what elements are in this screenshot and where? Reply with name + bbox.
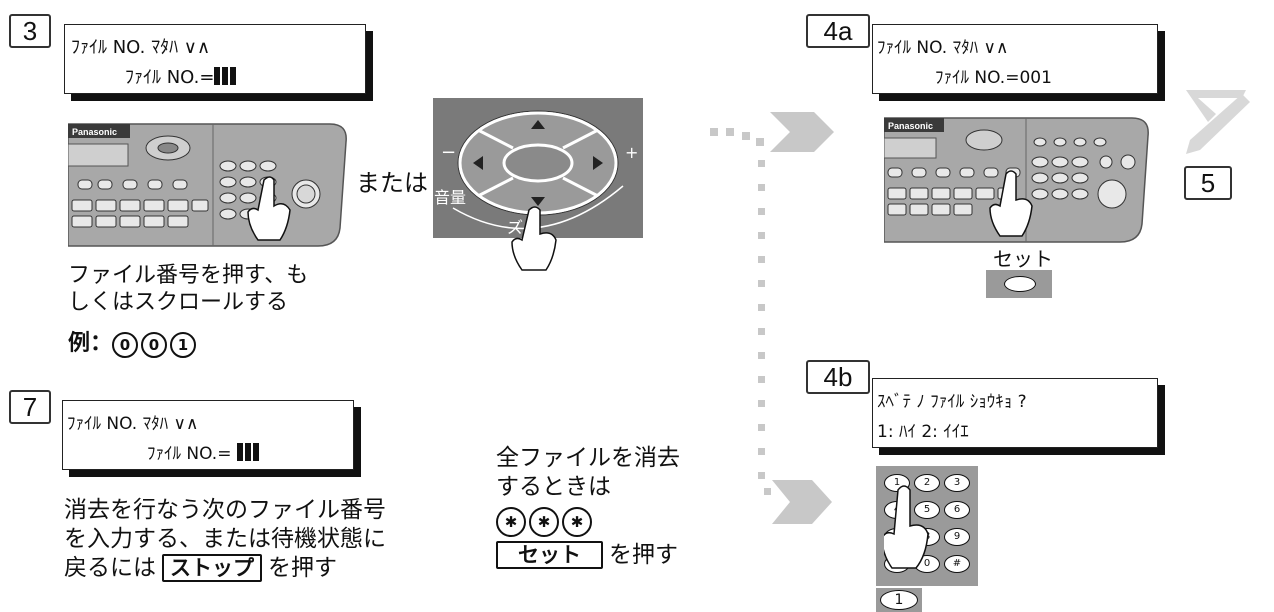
key-1-label: 1 (880, 590, 918, 610)
cursor-block (222, 67, 229, 85)
svg-text:−: − (441, 142, 456, 163)
keypad-key-6[interactable]: 6 (944, 501, 970, 519)
instruction-line-1: ファイル番号を押す、も (68, 263, 309, 288)
keypad-key-9[interactable]: 9 (944, 528, 970, 546)
digit-key: 0 (141, 332, 168, 358)
step-4a-lcd-display: ﾌｧｲﾙ NO. ﾏﾀﾊ ∨∧ ﾌｧｲﾙ NO.=001 (872, 24, 1158, 94)
set-line: セットを押す (496, 541, 680, 570)
fax-control-panel-step3: Panasonic (68, 123, 347, 247)
digit-key: 0 (112, 332, 139, 358)
cursor-block (252, 443, 259, 461)
step-4a-number: 4a (806, 14, 870, 48)
lcd-line-2: ﾌｧｲﾙ NO.= (147, 439, 261, 464)
example-label: 例： (68, 331, 113, 356)
keypad-key-2[interactable]: 2 (914, 474, 940, 492)
instruction-line-3-pre: 戻るには (64, 555, 156, 581)
step-4b-lcd-display: ｽﾍﾞﾃ ﾉ ﾌｧｲﾙ ｼｮｳｷｮ ? 1: ﾊｲ 2: ｲｲｴ (872, 378, 1158, 448)
flow-arrow-to-5 (1186, 90, 1250, 154)
step-7-lcd-display: ﾌｧｲﾙ NO. ﾏﾀﾊ ∨∧ ﾌｧｲﾙ NO.= (62, 400, 354, 470)
flow-arrow-to-4b (758, 160, 832, 524)
keypad-key-hash[interactable]: # (944, 555, 970, 573)
instruction-line-3: 戻るにはストップを押す (64, 554, 386, 583)
cursor-block (244, 443, 251, 461)
volume-label: 音量 (434, 188, 467, 207)
lcd-line-1: ﾌｧｲﾙ NO. ﾏﾀﾊ ∨∧ (877, 38, 1009, 58)
instruction-line-2: を入力する、または待機状態に (64, 526, 386, 552)
cursor-block (230, 67, 237, 85)
all-delete-line-1: 全ファイルを消去 (496, 445, 680, 471)
pressing-hand-icon (884, 485, 929, 569)
set-label: セット (993, 247, 1053, 271)
lcd-line-2: 1: ﾊｲ 2: ｲｲｴ (877, 422, 969, 442)
step-5-number: 5 (1184, 166, 1232, 200)
cursor-block (214, 67, 221, 85)
instruction-line-1: 消去を行なう次のファイル番号 (64, 497, 386, 523)
step-4b-number: 4b (806, 360, 870, 394)
lcd-line-1: ﾌｧｲﾙ NO. ﾏﾀﾊ ∨∧ (71, 37, 211, 58)
instruction-line-3-post: を押す (268, 555, 337, 581)
star-key: ✱ (562, 507, 592, 537)
scroll-navigation-pad: − + (433, 98, 643, 271)
keypad-key-3[interactable]: 3 (944, 474, 970, 492)
flow-arrow-to-4a (710, 112, 834, 152)
brand-logo: Panasonic (888, 121, 933, 131)
step-3-instruction: ファイル番号を押す、も しくはスクロールする (68, 262, 308, 316)
keypad-key-5[interactable]: 5 (914, 501, 940, 519)
step-7-number: 7 (9, 390, 51, 424)
star-keys: ✱✱✱ (496, 506, 680, 537)
lcd-line-2-text: ﾌｧｲﾙ NO.= (125, 67, 215, 88)
cursor-block (236, 443, 243, 461)
lcd-line-2-text: ﾌｧｲﾙ NO.= (147, 444, 232, 464)
stop-key: ストップ (162, 554, 262, 582)
svg-text:+: + (625, 143, 638, 162)
fax-control-panel-step4a: Panasonic (884, 117, 1149, 243)
zoom-label: ズ (507, 218, 524, 237)
set-button (986, 270, 1052, 298)
step-3-lcd-display: ﾌｧｲﾙ NO. ﾏﾀﾊ ∨∧ ﾌｧｲﾙ NO.= (64, 24, 366, 94)
pressed-key-1: 1 (876, 588, 922, 612)
step-7-instruction: 消去を行なう次のファイル番号 を入力する、または待機状態に 戻るにはストップを押… (64, 496, 386, 583)
star-key: ✱ (529, 507, 559, 537)
step-3-number: 3 (9, 14, 51, 48)
lcd-line-2: ﾌｧｲﾙ NO.=001 (935, 68, 1052, 88)
or-text: または (356, 169, 428, 197)
all-delete-line-2: するときは (496, 474, 611, 500)
digit-key: 1 (170, 332, 197, 358)
star-key: ✱ (496, 507, 526, 537)
brand-logo: Panasonic (72, 127, 117, 137)
all-delete-instruction: 全ファイルを消去 するときは ✱✱✱ セットを押す (496, 444, 680, 570)
press-text: を押す (609, 542, 678, 568)
lcd-line-2: ﾌｧｲﾙ NO.= (125, 63, 238, 89)
set-key: セット (496, 541, 603, 569)
instruction-line-2: しくはスクロールする (68, 290, 289, 315)
lcd-line-1: ﾌｧｲﾙ NO. ﾏﾀﾊ ∨∧ (67, 414, 199, 434)
lcd-line-1: ｽﾍﾞﾃ ﾉ ﾌｧｲﾙ ｼｮｳｷｮ ? (877, 392, 1027, 412)
